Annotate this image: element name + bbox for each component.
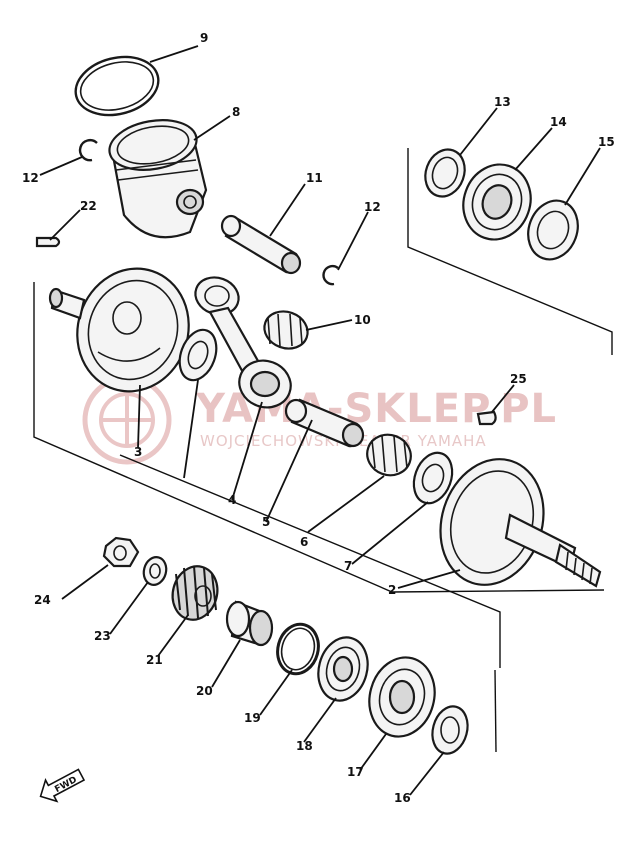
callout-7: 7 xyxy=(344,559,352,573)
callout-14: 14 xyxy=(550,115,567,129)
oil-seal-15 xyxy=(527,199,579,261)
callout-11: 11 xyxy=(306,171,323,185)
callout-20: 20 xyxy=(196,684,213,698)
crank-wheel-left xyxy=(48,267,190,393)
small-end-bearing xyxy=(263,310,309,350)
callout-3: 3 xyxy=(134,445,142,459)
crank-wheel-right xyxy=(439,458,602,588)
leader-lines xyxy=(39,45,601,796)
callout-10: 10 xyxy=(354,313,371,327)
lower-group-frame xyxy=(494,669,497,753)
drive-gear-21 xyxy=(171,565,219,621)
callout-21: 21 xyxy=(146,653,163,667)
piston xyxy=(108,119,208,239)
callout-19: 19 xyxy=(244,711,261,725)
bearing-seal-13 xyxy=(424,148,466,198)
nut-24 xyxy=(102,536,140,568)
callout-22: 22 xyxy=(80,199,97,213)
callout-5: 5 xyxy=(262,515,270,529)
watermark-logo-cross xyxy=(103,396,151,444)
connecting-rod xyxy=(194,276,292,409)
assembly-frames xyxy=(33,148,613,753)
oil-seal-16 xyxy=(431,705,469,755)
callout-16: 16 xyxy=(394,791,411,805)
callout-13: 13 xyxy=(494,95,511,109)
thrust-washer-left xyxy=(178,328,218,382)
main-bearing-17 xyxy=(368,656,436,738)
crank-group-frame xyxy=(33,282,605,593)
callout-9: 9 xyxy=(200,31,208,45)
callout-12-right: 12 xyxy=(364,200,381,214)
thrust-washer-7 xyxy=(412,451,454,505)
forward-arrow: FWD xyxy=(39,768,86,803)
callout-17: 17 xyxy=(347,765,364,779)
bearing-18 xyxy=(317,636,369,702)
callout-2: 2 xyxy=(388,583,396,597)
callout-18: 18 xyxy=(296,739,313,753)
piston-ring xyxy=(74,55,160,117)
woodruff-key-25 xyxy=(476,410,497,426)
forward-arrow-icon xyxy=(39,768,86,803)
callout-15: 15 xyxy=(598,135,615,149)
callout-23: 23 xyxy=(94,629,111,643)
bearing-group-frame xyxy=(407,148,613,355)
circlip-right xyxy=(322,264,339,286)
callout-6: 6 xyxy=(300,535,308,549)
circlip-left xyxy=(78,139,98,162)
piston-pin xyxy=(220,214,302,275)
o-ring-19 xyxy=(276,622,320,676)
callout-24: 24 xyxy=(34,593,51,607)
main-bearing-14 xyxy=(462,163,532,241)
callout-4: 4 xyxy=(228,493,236,507)
callout-25: 25 xyxy=(510,372,527,386)
crank-axis-line xyxy=(119,454,501,668)
woodruff-key xyxy=(35,236,61,248)
spacer-collar-20 xyxy=(225,600,274,647)
crank-pin xyxy=(284,398,365,448)
callout-12-left: 12 xyxy=(22,171,39,185)
callout-labels: 9 8 12 11 12 22 13 14 15 10 25 3 4 5 6 7… xyxy=(22,31,615,805)
watermark-logo-inner xyxy=(99,392,155,448)
callout-8: 8 xyxy=(232,105,240,119)
big-end-bearing xyxy=(366,433,412,477)
washer-23 xyxy=(142,556,168,586)
